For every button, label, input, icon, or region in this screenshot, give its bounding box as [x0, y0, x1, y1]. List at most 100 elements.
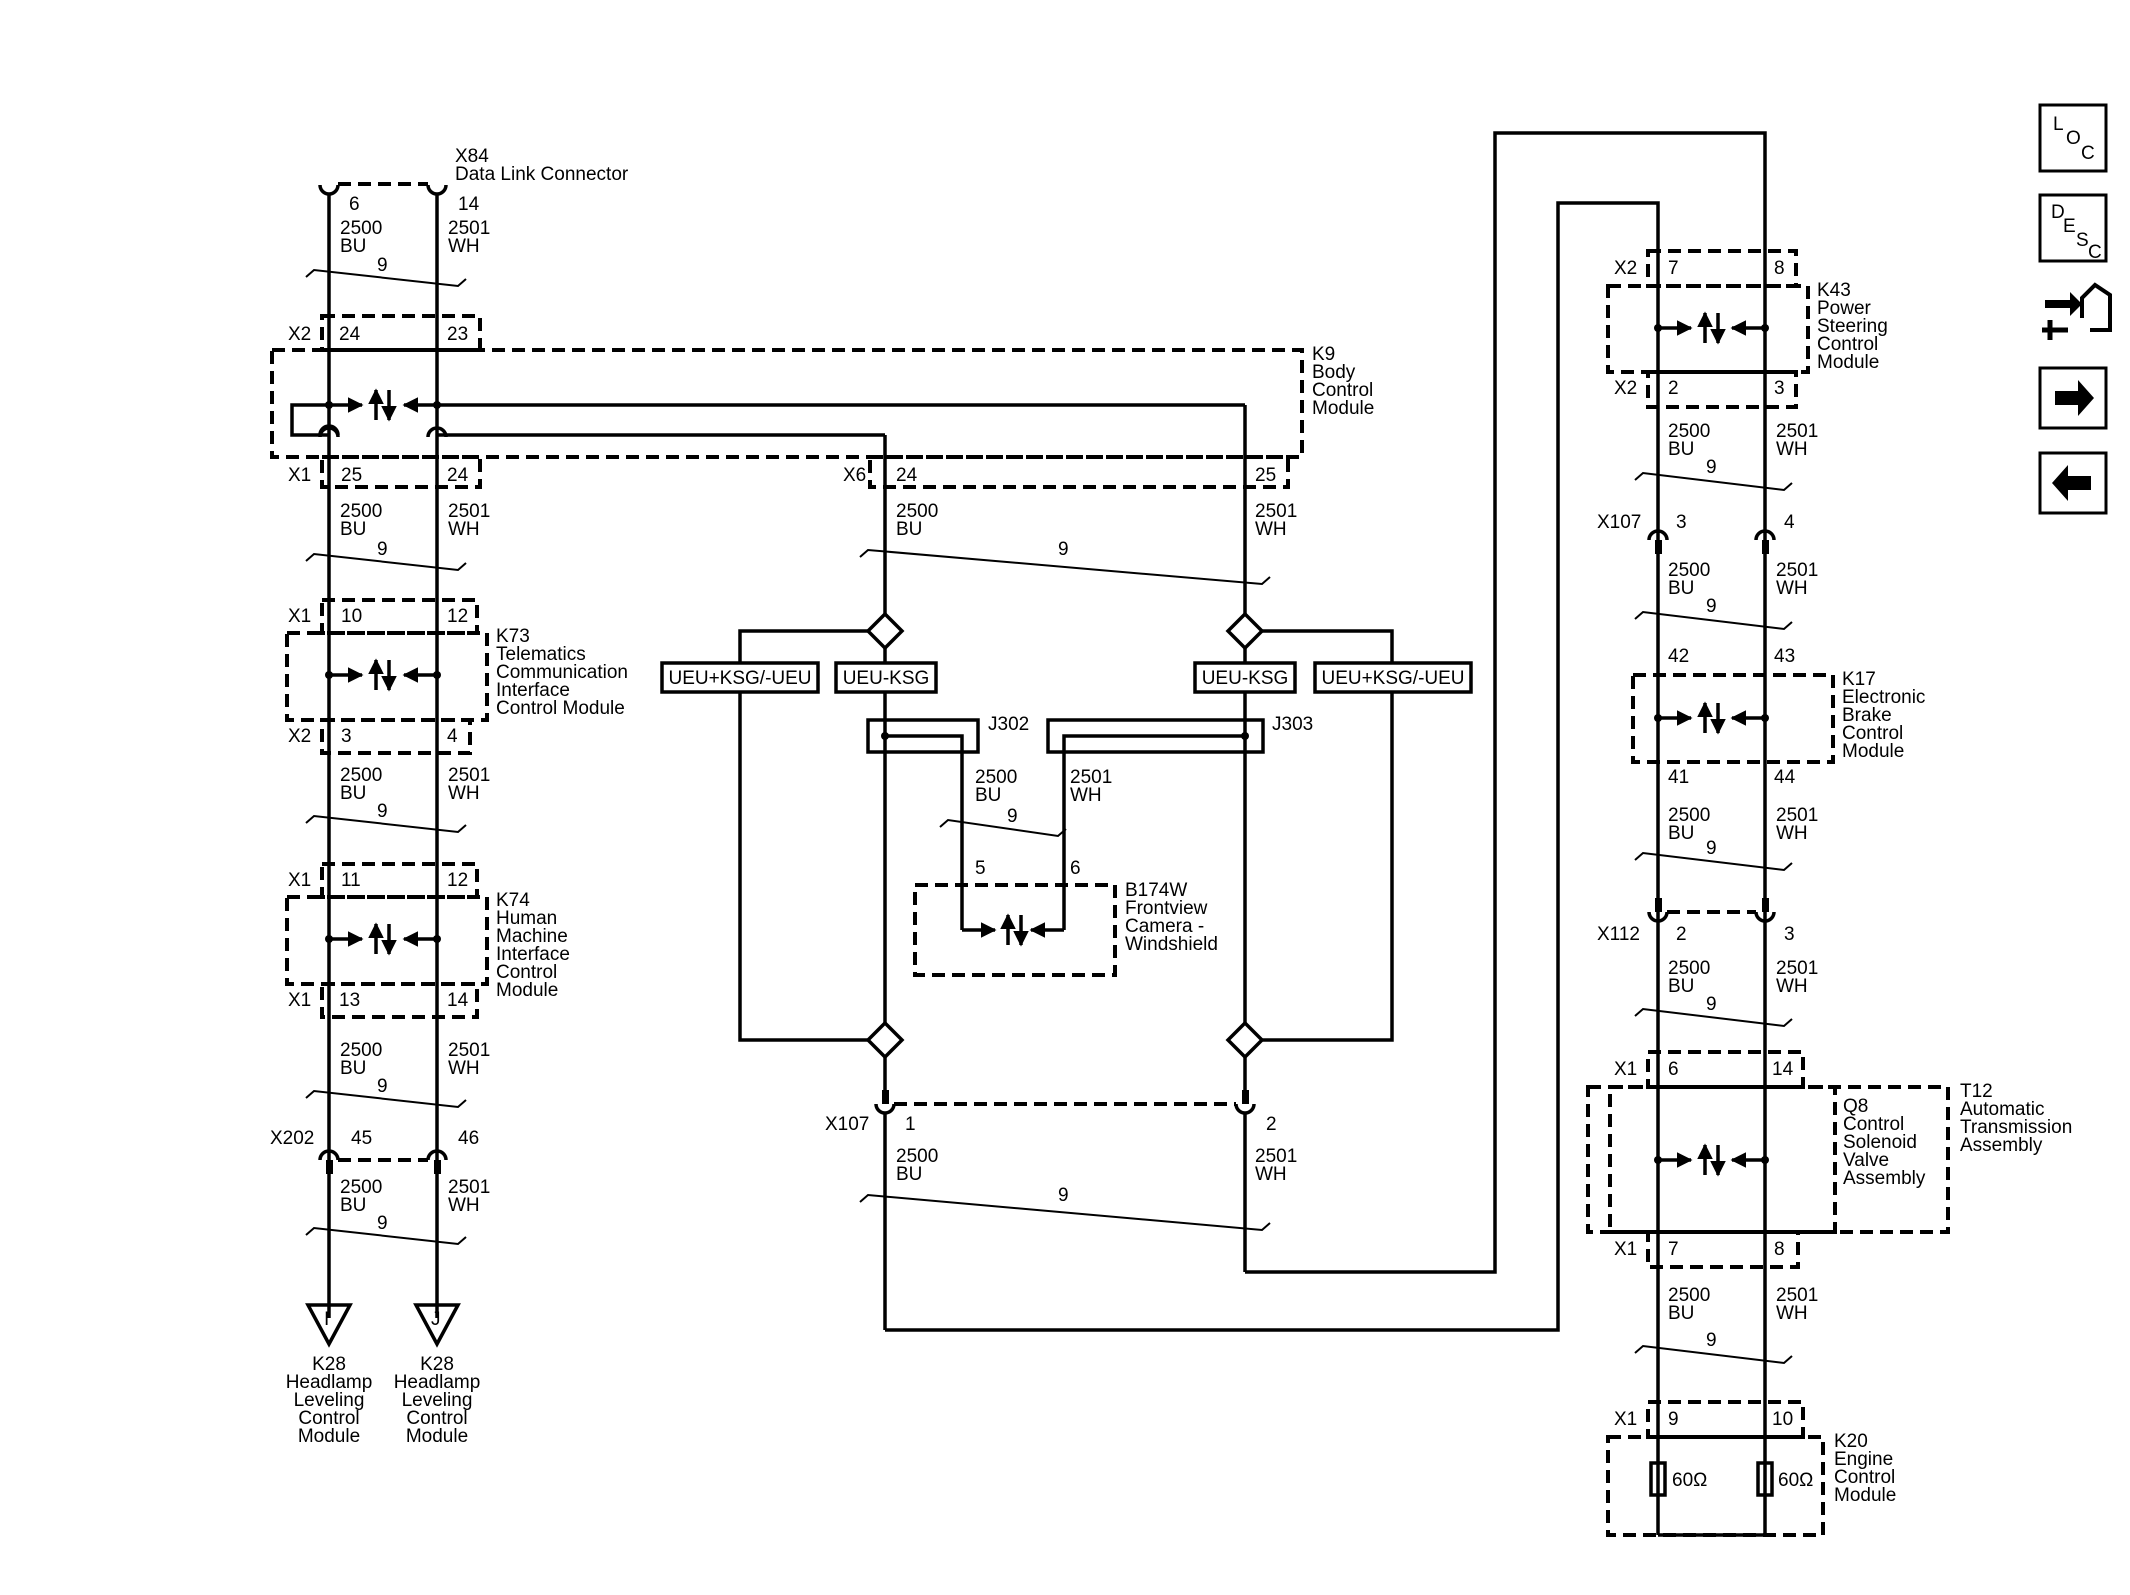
svg-text:7: 7: [1668, 258, 1679, 279]
svg-text:2: 2: [1266, 1114, 1277, 1135]
svg-text:2501: 2501: [1776, 421, 1818, 442]
svg-text:BU: BU: [340, 783, 366, 804]
svg-text:BU: BU: [1668, 439, 1694, 460]
svg-text:X1: X1: [1614, 1239, 1637, 1260]
svg-text:BU: BU: [1668, 578, 1694, 599]
svg-text:2500: 2500: [896, 501, 938, 522]
svg-text:BU: BU: [340, 1195, 366, 1216]
svg-text:2500: 2500: [975, 767, 1017, 788]
loc-button[interactable]: L O C: [2038, 103, 2108, 173]
resistor-a-value: 60Ω: [1672, 1470, 1707, 1491]
svg-text:2500: 2500: [1668, 958, 1710, 979]
hierarchy-icon[interactable]: [2042, 282, 2112, 340]
svg-text:2500: 2500: [340, 218, 382, 239]
svg-text:23: 23: [447, 324, 468, 345]
option-box: UEU+KSG/-UEU: [1313, 661, 1473, 694]
svg-text:46: 46: [458, 1128, 479, 1149]
svg-text:Brake: Brake: [1842, 705, 1892, 726]
svg-text:2501: 2501: [1776, 1285, 1818, 1306]
svg-text:X2: X2: [288, 324, 311, 345]
svg-text:X202: X202: [270, 1128, 314, 1149]
x112-connector: X112 2 3: [1597, 898, 1795, 945]
wire-label-set: 2500 BU 2501 WH 9: [305, 501, 490, 572]
svg-text:K73: K73: [496, 626, 530, 647]
offpage-connector-i: I K28 Headlamp Leveling Control Module: [286, 1303, 372, 1447]
svg-text:Headlamp: Headlamp: [394, 1372, 481, 1393]
svg-text:X1: X1: [288, 870, 311, 891]
svg-text:2501: 2501: [1776, 958, 1818, 979]
svg-text:2501: 2501: [1255, 1146, 1297, 1167]
svg-text:11: 11: [341, 870, 361, 891]
svg-text:13: 13: [339, 990, 360, 1011]
svg-text:5: 5: [975, 858, 986, 879]
k74-hmi-module: X1 11 12 X1 13 14 K74 Human Machine Inte…: [285, 862, 570, 1019]
forward-button[interactable]: [2038, 366, 2108, 430]
arrow-left-icon: [2052, 465, 2091, 501]
svg-text:2500: 2500: [1668, 805, 1710, 826]
svg-text:2501: 2501: [448, 1177, 490, 1198]
wire-label-set: 2500 BU 2501 WH 9: [305, 765, 490, 834]
offpage-connector-j: J K28 Headlamp Leveling Control Module: [394, 1303, 481, 1447]
svg-text:2: 2: [1676, 924, 1687, 945]
svg-text:9: 9: [1706, 457, 1717, 478]
svg-text:Solenoid: Solenoid: [1843, 1132, 1917, 1153]
k43-power-steering-module: X2 7 8 X2 2 3 K43 Power Steering Control…: [1606, 249, 1888, 409]
svg-text:WH: WH: [1255, 519, 1287, 540]
svg-text:K43: K43: [1817, 280, 1851, 301]
svg-text:I: I: [324, 1309, 329, 1330]
option-box: UEU+KSG/-UEU: [660, 661, 820, 694]
svg-text:Body: Body: [1312, 362, 1356, 383]
svg-text:12: 12: [447, 606, 468, 627]
svg-text:K17: K17: [1842, 669, 1876, 690]
svg-text:2501: 2501: [1255, 501, 1297, 522]
svg-text:Module: Module: [496, 980, 558, 1001]
svg-text:6: 6: [1070, 858, 1081, 879]
svg-text:2500: 2500: [340, 1177, 382, 1198]
svg-text:Automatic: Automatic: [1960, 1099, 2044, 1120]
svg-text:Engine: Engine: [1834, 1449, 1893, 1470]
back-button[interactable]: [2038, 451, 2108, 515]
svg-text:41: 41: [1668, 767, 1689, 788]
svg-text:9: 9: [377, 255, 388, 276]
dlc-connector: X84 Data Link Connector 6 14: [318, 146, 629, 215]
svg-text:6: 6: [1668, 1059, 1679, 1080]
svg-text:Camera -: Camera -: [1125, 916, 1204, 937]
svg-text:Control: Control: [1842, 723, 1903, 744]
svg-text:J: J: [431, 1309, 441, 1330]
svg-text:BU: BU: [340, 236, 366, 257]
svg-text:9: 9: [1058, 539, 1069, 560]
svg-text:1: 1: [905, 1114, 916, 1135]
svg-text:9: 9: [1668, 1409, 1679, 1430]
svg-text:BU: BU: [340, 519, 366, 540]
svg-text:43: 43: [1774, 646, 1795, 667]
svg-text:Module: Module: [1834, 1485, 1896, 1506]
svg-text:Valve: Valve: [1843, 1150, 1889, 1171]
svg-text:9: 9: [1058, 1185, 1069, 1206]
svg-text:2500: 2500: [896, 1146, 938, 1167]
svg-text:UEU-KSG: UEU-KSG: [843, 668, 930, 689]
svg-text:K74: K74: [496, 890, 530, 911]
svg-text:X1: X1: [288, 990, 311, 1011]
svg-text:WH: WH: [1255, 1164, 1287, 1185]
svg-text:BU: BU: [1668, 1303, 1694, 1324]
svg-text:K9: K9: [1312, 344, 1335, 365]
svg-text:BU: BU: [896, 519, 922, 540]
dlc-name: Data Link Connector: [455, 164, 629, 185]
svg-text:Interface: Interface: [496, 680, 570, 701]
dlc-pin-b: 14: [458, 194, 480, 215]
svg-text:J303: J303: [1272, 714, 1313, 735]
svg-text:WH: WH: [1776, 578, 1808, 599]
dlc-id: X84: [455, 146, 489, 167]
svg-text:24: 24: [447, 465, 469, 486]
x107-right-connector: X107 3 4: [1597, 512, 1795, 554]
desc-button[interactable]: D E S C: [2038, 193, 2108, 263]
svg-text:WH: WH: [448, 519, 480, 540]
svg-text:12: 12: [447, 870, 468, 891]
svg-text:Control: Control: [1312, 380, 1373, 401]
resistor-b-value: 60Ω: [1778, 1470, 1813, 1491]
k20-engine-control-module: X1 9 10 K20 Engine Control Module 60Ω 60…: [1606, 1400, 1896, 1537]
svg-text:E: E: [2063, 216, 2076, 237]
right-column: X2 7 8 X2 2 3 K43 Power Steering Control…: [1586, 249, 2072, 1537]
svg-text:X1: X1: [288, 606, 311, 627]
svg-text:S: S: [2076, 230, 2089, 251]
